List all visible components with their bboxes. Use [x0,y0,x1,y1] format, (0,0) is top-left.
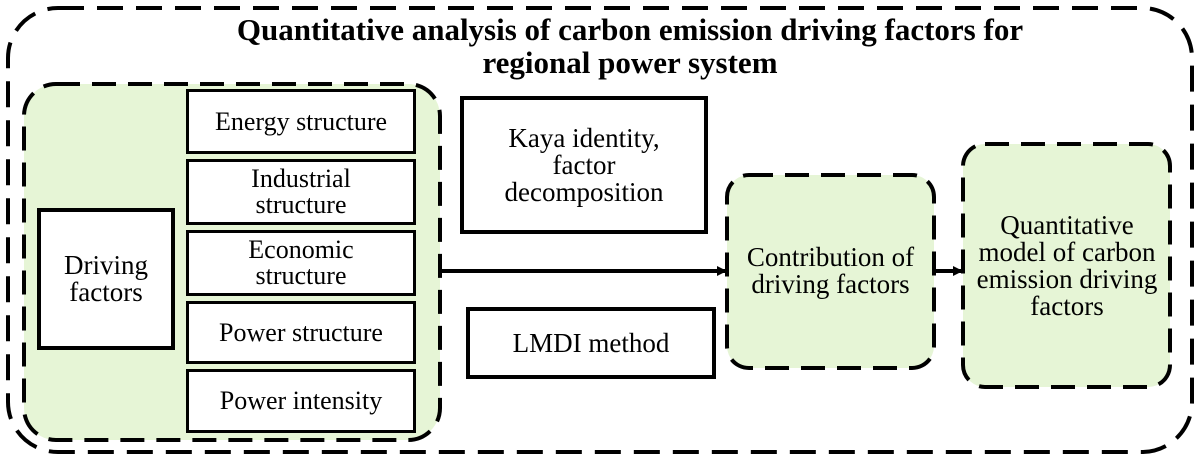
contribution-label: Contribution of driving factors [746,242,915,299]
factor-label: Power structure [219,317,383,347]
factor-power-intensity: Power intensity [186,369,416,433]
kaya-identity-label: Kaya identity, factor decomposition [504,122,664,207]
factor-power-structure: Power structure [186,301,416,364]
factor-label: Power intensity [219,386,383,415]
factor-label: Energy structure [214,106,388,136]
outer-frame [6,6,1194,454]
factor-economic-structure: Economic structure [186,230,416,296]
factor-label: Economic structure [248,235,354,290]
kaya-identity-box: Kaya identity, factor decomposition [460,96,708,234]
factor-industrial-structure: Industrial structure [186,159,416,225]
driving-factors-box: Driving factors [37,208,175,350]
model-label: Quantitative model of carbon emission dr… [976,209,1158,321]
factor-label: Industrial structure [251,164,351,219]
factor-energy-structure: Energy structure [186,89,416,154]
lmdi-method-label: LMDI method [512,327,670,358]
lmdi-method-box: LMDI method [466,307,716,379]
driving-factors-label: Driving factors [64,250,148,307]
model-box-frame [961,142,1172,389]
diagram-title: Quantitative analysis of carbon emission… [236,12,1024,80]
